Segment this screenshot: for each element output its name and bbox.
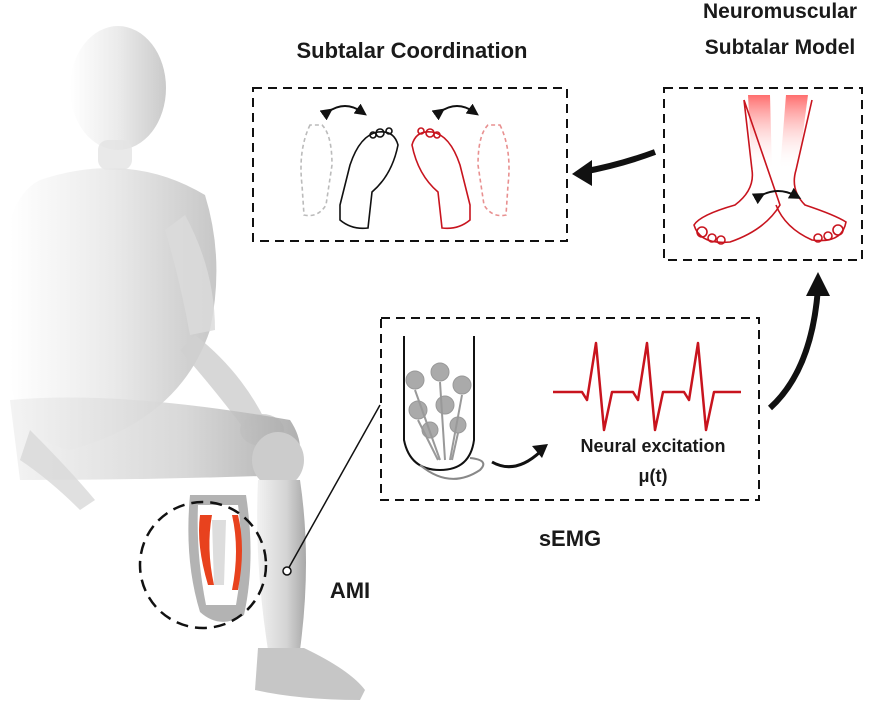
model-title-line1: Neuromuscular — [702, 0, 858, 23]
ami-highlight-circle — [138, 500, 268, 630]
subtalar-coordination-box — [252, 87, 568, 242]
semg-box — [380, 317, 760, 501]
arrow-semg-to-model-head — [806, 272, 830, 296]
ami-pointer-dot — [282, 566, 292, 576]
mu-label: μ(t) — [638, 466, 668, 486]
subtalar-coordination-feet — [300, 103, 510, 230]
arrow-model-to-coordination — [581, 149, 657, 175]
arrow-limb-to-signal — [491, 450, 542, 469]
arrow-semg-to-model — [767, 287, 821, 411]
ami-label: AMI — [329, 578, 371, 603]
subtalar-model-illustration — [693, 95, 847, 245]
mannequin-figure — [10, 26, 365, 700]
semg-label: sEMG — [538, 526, 602, 551]
model-title-line2: Subtalar Model — [704, 36, 856, 59]
residual-limb-electrodes — [403, 336, 485, 480]
arrow-limb-to-signal-head — [532, 444, 548, 458]
neural-excitation-signal — [553, 341, 741, 432]
ami-pointer-line — [286, 404, 381, 572]
arrow-model-to-coordination-head — [572, 160, 592, 186]
subtalar-coordination-title: Subtalar Coordination — [296, 38, 528, 63]
subtalar-model-box — [663, 87, 863, 261]
neural-excitation-label: Neural excitation — [580, 436, 726, 456]
